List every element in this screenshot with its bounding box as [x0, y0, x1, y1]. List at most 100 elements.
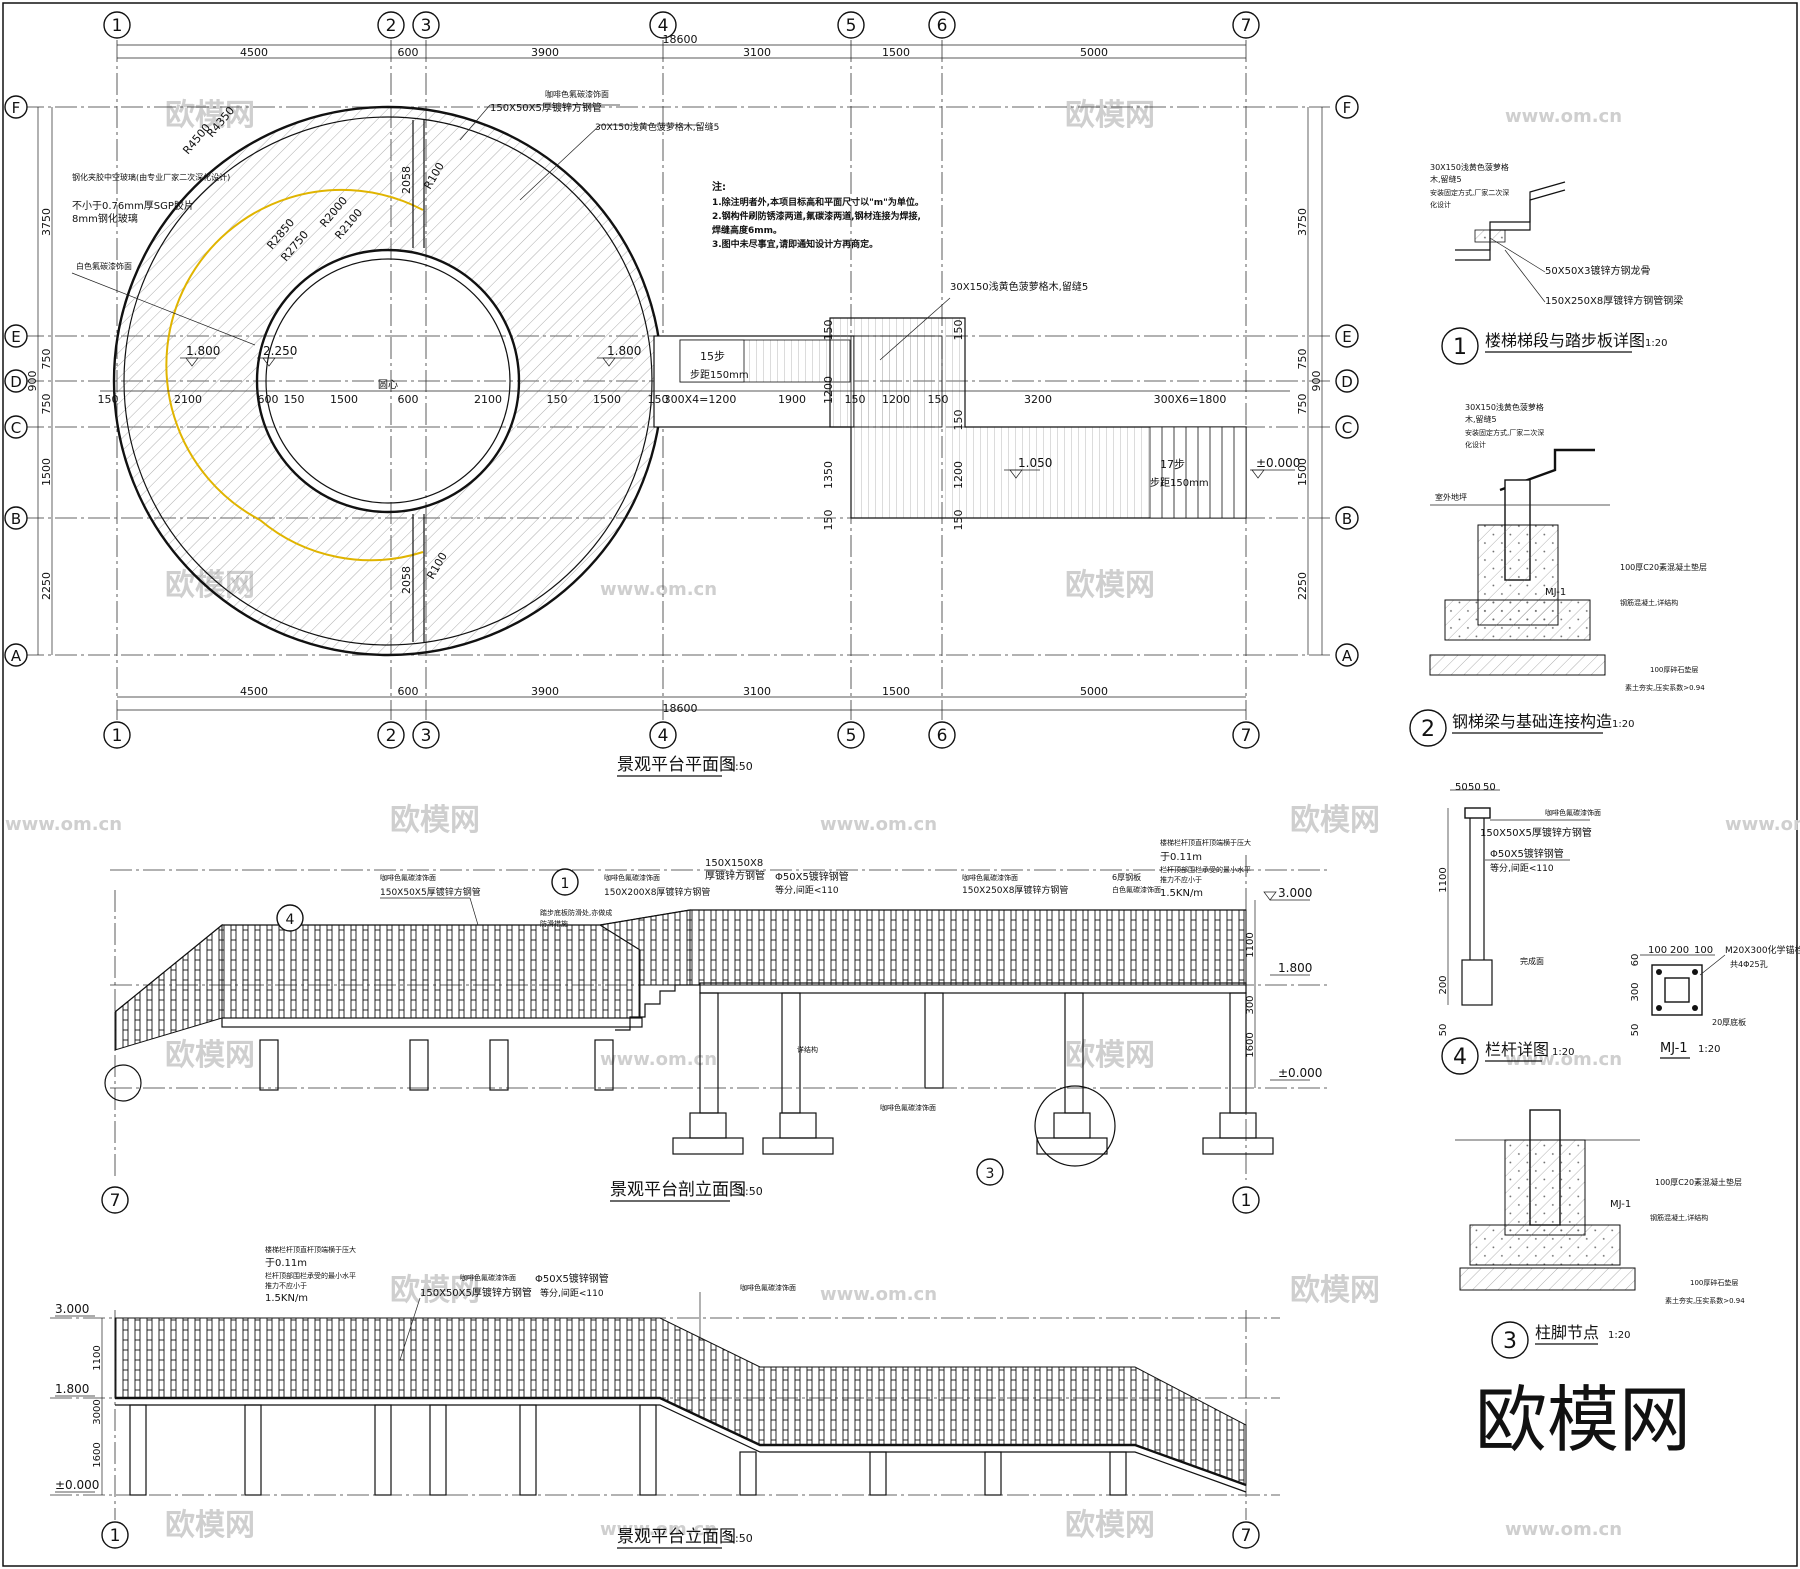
svg-text:100: 100: [1648, 945, 1667, 956]
svg-text:3000: 3000: [92, 1399, 103, 1424]
svg-text:安装固定方式,厂家二次深: 安装固定方式,厂家二次深: [1430, 188, 1509, 197]
svg-text:室外地坪: 室外地坪: [1435, 492, 1467, 502]
section-detail-refs: 1 4 3: [276, 868, 1004, 1186]
svg-text:150: 150: [928, 393, 949, 406]
svg-text:防滑措施: 防滑措施: [540, 919, 568, 928]
svg-text:60: 60: [1630, 954, 1641, 967]
svg-text:150X50X5厚镀锌方钢管: 150X50X5厚镀锌方钢管: [490, 101, 602, 114]
svg-text:4: 4: [1453, 1045, 1467, 1070]
svg-text:不小于0.76mm厚SGP胶片: 不小于0.76mm厚SGP胶片: [72, 199, 194, 212]
svg-text:C: C: [11, 419, 21, 437]
svg-text:900: 900: [26, 371, 39, 392]
svg-text:1100: 1100: [1438, 867, 1449, 892]
svg-text:300: 300: [1630, 982, 1641, 1001]
svg-text:3100: 3100: [743, 685, 771, 698]
svg-text:600: 600: [398, 685, 419, 698]
section-title: 景观平台剖立面图 1:50: [610, 1180, 763, 1202]
svg-text:2100: 2100: [474, 393, 502, 406]
svg-text:1500: 1500: [40, 458, 53, 486]
svg-text:等分,间距<110: 等分,间距<110: [1490, 862, 1554, 874]
svg-text:欧模网: 欧模网: [1065, 1038, 1155, 1073]
svg-text:±0.000: ±0.000: [55, 1478, 99, 1492]
detail-2-beam-foundation: 30X150浅黄色菠萝格 木,留缝5 安装固定方式,厂家二次深 化设计 室外地坪…: [1409, 402, 1707, 747]
svg-text:1500: 1500: [1296, 458, 1309, 486]
svg-text:楼梯栏杆顶直杆顶端横于压大: 楼梯栏杆顶直杆顶端横于压大: [1160, 838, 1251, 847]
svg-text:www.om.cn: www.om.cn: [5, 814, 122, 835]
svg-text:D: D: [10, 373, 22, 391]
svg-text:1.800: 1.800: [1278, 961, 1312, 975]
svg-text:300: 300: [1245, 995, 1256, 1014]
svg-text:栏杆详图: 栏杆详图: [1485, 1040, 1549, 1059]
svg-text:欧模网: 欧模网: [1290, 803, 1380, 838]
svg-text:www.om.cn: www.om.cn: [600, 1519, 717, 1540]
svg-text:1500: 1500: [330, 393, 358, 406]
svg-text:1: 1: [112, 726, 123, 746]
plan-col-bubbles-bottom: 1 2 3 4 5 6 7: [103, 721, 1260, 749]
svg-text:6: 6: [937, 16, 948, 36]
svg-text:1.800: 1.800: [607, 344, 641, 358]
svg-text:等分,间距<110: 等分,间距<110: [540, 1287, 604, 1299]
svg-text:1500: 1500: [882, 46, 910, 59]
svg-text:咖啡色氟碳漆饰面: 咖啡色氟碳漆饰面: [380, 873, 436, 882]
svg-text:1350: 1350: [822, 461, 835, 489]
svg-text:钢筋混凝土,详结构: 钢筋混凝土,详结构: [1650, 1213, 1708, 1222]
svg-text:100厚碎石垫层: 100厚碎石垫层: [1650, 665, 1698, 674]
svg-text:17步: 17步: [1160, 458, 1185, 471]
svg-text:栏杆顶部围栏承受的最小水平: 栏杆顶部围栏承受的最小水平: [265, 1271, 356, 1280]
svg-text:1:20: 1:20: [1645, 338, 1667, 349]
svg-text:100厚C20素混凝土垫层: 100厚C20素混凝土垫层: [1620, 562, 1707, 572]
svg-text:3900: 3900: [531, 46, 559, 59]
svg-text:欧模网: 欧模网: [1065, 568, 1155, 603]
svg-text:F: F: [12, 99, 21, 117]
svg-text:3: 3: [986, 1166, 995, 1182]
svg-text:3900: 3900: [531, 685, 559, 698]
elevation-title: 景观平台立面图 1:50: [617, 1527, 753, 1549]
svg-text:150: 150: [284, 393, 305, 406]
plan-title: 景观平台平面图 1:50: [617, 755, 753, 777]
svg-text:咖啡色氟碳漆饰面: 咖啡色氟碳漆饰面: [962, 873, 1018, 882]
svg-text:栏杆顶部围栏承受的最小水平: 栏杆顶部围栏承受的最小水平: [1160, 865, 1251, 874]
svg-text:6厚钢板: 6厚钢板: [1112, 872, 1141, 882]
elevation-levels: 3.000 1.800 ±0.000 1100 3000 1600: [55, 1302, 103, 1495]
svg-text:3750: 3750: [40, 208, 53, 236]
elevation-view: 3.000 1.800 ±0.000 1100 3000 1600 楼梯栏杆顶直…: [50, 1245, 1280, 1549]
svg-text:D: D: [1341, 373, 1353, 391]
svg-text:www.om.cn: www.om.cn: [600, 1049, 717, 1070]
section-view: 3.000 1.800 ±0.000 1100 300 1600 咖啡色氟碳漆饰…: [101, 838, 1330, 1214]
svg-text:圆心: 圆心: [378, 379, 398, 391]
plan-dims-left: 3750 750 900 750 1500 2250: [26, 107, 53, 655]
plan-view: 1 2 3 4 5 6 7 1 2 3 4 5 6 7 F E D C B A: [4, 11, 1359, 777]
svg-text:4: 4: [286, 912, 295, 928]
svg-text:1:50: 1:50: [728, 1532, 753, 1545]
svg-text:于0.11m: 于0.11m: [1160, 852, 1202, 863]
svg-text:A: A: [1342, 647, 1353, 665]
svg-text:1900: 1900: [778, 393, 806, 406]
elevation-callouts: 楼梯栏杆顶直杆顶端横于压大 于0.11m 栏杆顶部围栏承受的最小水平 推力不应小…: [265, 1245, 796, 1361]
svg-text:7: 7: [1241, 1526, 1252, 1546]
svg-text:1: 1: [1241, 1191, 1252, 1211]
plan-callouts: 咖啡色氟碳漆饰面 150X50X5厚镀锌方钢管 30X150浅黄色菠萝格木,留缝…: [71, 89, 1088, 361]
svg-text:1100: 1100: [1245, 932, 1256, 957]
plan-row-bubbles-left: F E D C B A: [4, 95, 28, 667]
svg-text:150: 150: [98, 393, 119, 406]
svg-text:化设计: 化设计: [1465, 440, 1486, 449]
plan-col-bubbles-top: 1 2 3 4 5 6 7: [103, 11, 1260, 39]
svg-text:1.050: 1.050: [1018, 456, 1052, 470]
svg-text:Φ50X5镀锌钢管: Φ50X5镀锌钢管: [775, 870, 849, 883]
svg-text:1:20: 1:20: [1552, 1047, 1574, 1058]
svg-text:50: 50: [1483, 782, 1496, 793]
svg-text:完成面: 完成面: [1520, 956, 1544, 966]
svg-text:150: 150: [952, 320, 965, 341]
svg-text:1:20: 1:20: [1608, 1330, 1630, 1341]
svg-text:3.000: 3.000: [55, 1302, 89, 1316]
svg-text:150: 150: [547, 393, 568, 406]
svg-text:150: 150: [952, 410, 965, 431]
svg-text:2058: 2058: [400, 166, 413, 194]
svg-text:1:50: 1:50: [738, 1185, 763, 1198]
svg-text:A: A: [11, 647, 22, 665]
svg-text:木,留缝5: 木,留缝5: [1430, 174, 1462, 184]
svg-text:1: 1: [110, 1526, 121, 1546]
svg-text:150X50X5厚镀锌方钢管: 150X50X5厚镀锌方钢管: [420, 1286, 532, 1299]
svg-text:推力不应小于: 推力不应小于: [265, 1281, 307, 1290]
detail-1-stair-tread: 30X150浅黄色菠萝格 木,留缝5 安装固定方式,厂家二次深 化设计 50X5…: [1430, 162, 1683, 365]
